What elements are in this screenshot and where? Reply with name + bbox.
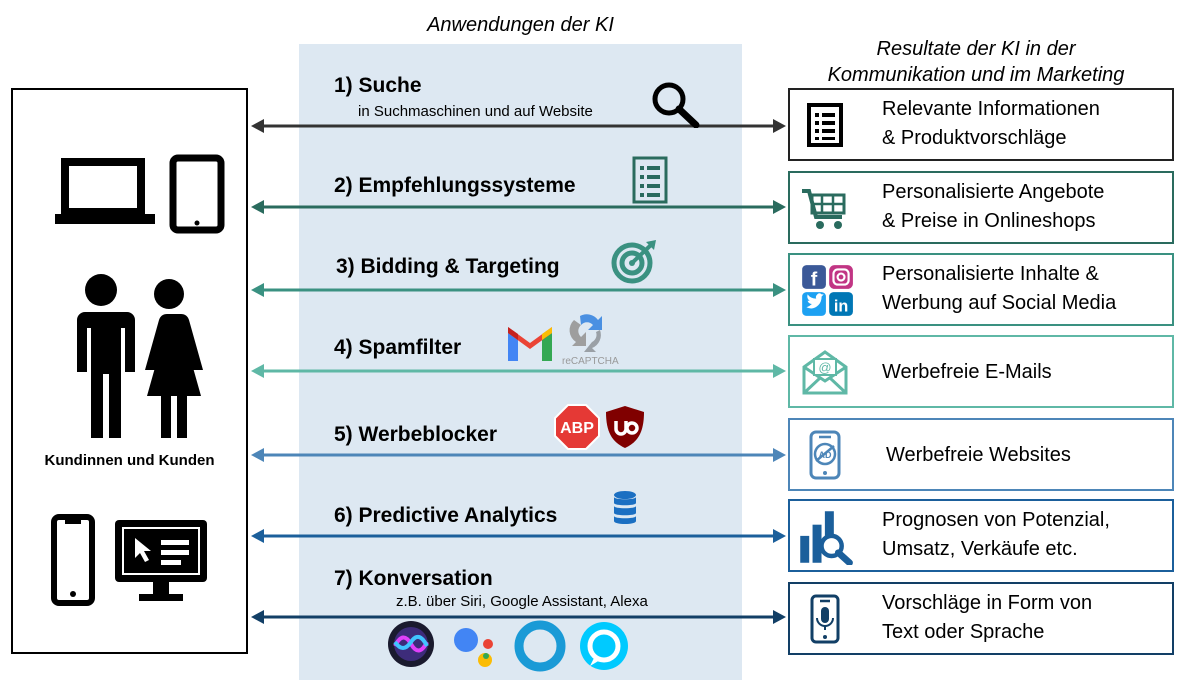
result-text-line1: Personalisierte Angebote [882,181,1105,203]
arrow-head-right [773,119,786,133]
email-icon: @ [802,350,848,395]
result-box-werbefreie-emails: @ Werbefreie E-Mails [788,335,1174,408]
ad-label: AD [819,450,832,460]
result-text-line1: Prognosen von Potenzial, [882,509,1110,531]
alexa-icon [580,622,628,670]
customers-box: Kundinnen und Kunden [11,88,248,654]
monitor-icon [115,520,207,601]
chart-magnifier-icon [800,511,853,565]
gmail-icon [508,327,552,361]
database-icon [614,491,636,524]
recaptcha-label: reCAPTCHA [562,356,619,366]
arrow-head-left [251,200,264,214]
shopping-cart-icon [802,189,846,229]
app-title-konversation: 7) Konversation [334,567,493,590]
arrow-head-left [251,283,264,297]
arrow-head-left [251,364,264,378]
result-text-line2: Umsatz, Verkäufe etc. [882,538,1078,560]
ublock-origin-icon [606,406,644,448]
right-header-line2: Kommunikation und im Marketing [827,64,1125,86]
adblock-plus-icon: ABP [554,404,600,450]
arrow-head-right [773,200,786,214]
result-box-prognosen: Prognosen von Potenzial, Umsatz, Verkäuf… [788,499,1174,572]
applications-panel [299,44,742,680]
search-icon [652,82,700,128]
app-title-suche: 1) Suche [334,74,422,97]
app-title-empfehlungssysteme: 2) Empfehlungssysteme [334,174,576,197]
arrow-head-left [251,529,264,543]
arrow-head-right [773,610,786,624]
result-text-line1: Werbefreie Websites [886,444,1071,466]
phone-ad-icon: AD [809,430,841,480]
smartphone-icon [51,514,95,606]
abp-label: ABP [560,420,594,437]
tablet-icon [169,154,225,234]
recaptcha-icon: reCAPTCHA [562,314,619,366]
arrow-head-left [251,610,264,624]
app-title-predictive-analytics: 6) Predictive Analytics [334,504,558,527]
result-box-vorschlaege: Vorschläge in Form von Text oder Sprache [788,582,1174,655]
app-title-werbeblocker: 5) Werbeblocker [334,423,498,446]
app-title-spamfilter: 4) Spamfilter [334,336,462,359]
laptop-icon [55,158,155,224]
app-subtitle-suche: in Suchmaschinen und auf Website [358,103,593,120]
result-box-personalisierte-angebote: Personalisierte Angebote & Preise in Onl… [788,171,1174,244]
right-header-line1: Resultate der KI in der [876,38,1076,60]
svg-text:f: f [811,269,818,291]
app-subtitle-konversation: z.B. über Siri, Google Assistant, Alexa [396,593,648,610]
result-text-line1: Personalisierte Inhalte & [882,263,1099,285]
people-icon [75,274,203,438]
result-text-line1: Vorschläge in Form von [882,592,1093,614]
result-text-line2: Text oder Sprache [882,621,1045,643]
svg-text:in: in [834,298,848,316]
arrow-head-left [251,448,264,462]
result-text-line1: Relevante Informationen [882,98,1100,120]
target-icon [611,240,656,284]
result-text-line1: Werbefreie E-Mails [882,361,1052,383]
list-icon [632,156,668,204]
social-media-icon: f in [802,265,853,316]
result-text-line2: & Produktvorschläge [882,127,1067,149]
google-assistant-icon [454,628,493,667]
svg-text:@: @ [818,360,831,375]
result-text-line2: Werbung auf Social Media [882,292,1117,314]
phone-mic-icon [810,594,840,644]
siri-icon [388,621,434,667]
result-box-personalisierte-inhalte: f in Personalisierte Inhalte & Werbung a… [788,253,1174,326]
arrow-head-right [773,529,786,543]
result-box-werbefreie-websites: AD Werbefreie Websites [788,418,1174,491]
arrow-head-right [773,448,786,462]
arrow-head-right [773,283,786,297]
result-text-line2: & Preise in Onlineshops [882,210,1096,232]
cortana-icon [514,620,566,672]
arrow-head-left [251,119,264,133]
middle-header: Anwendungen der KI [427,14,614,36]
arrow-head-right [773,364,786,378]
customers-label: Kundinnen und Kunden [44,452,215,469]
document-list-icon [807,103,843,147]
result-box-relevante-informationen: Relevante Informationen & Produktvorschl… [788,88,1174,161]
app-title-bidding: 3) Bidding & Targeting [336,255,560,278]
